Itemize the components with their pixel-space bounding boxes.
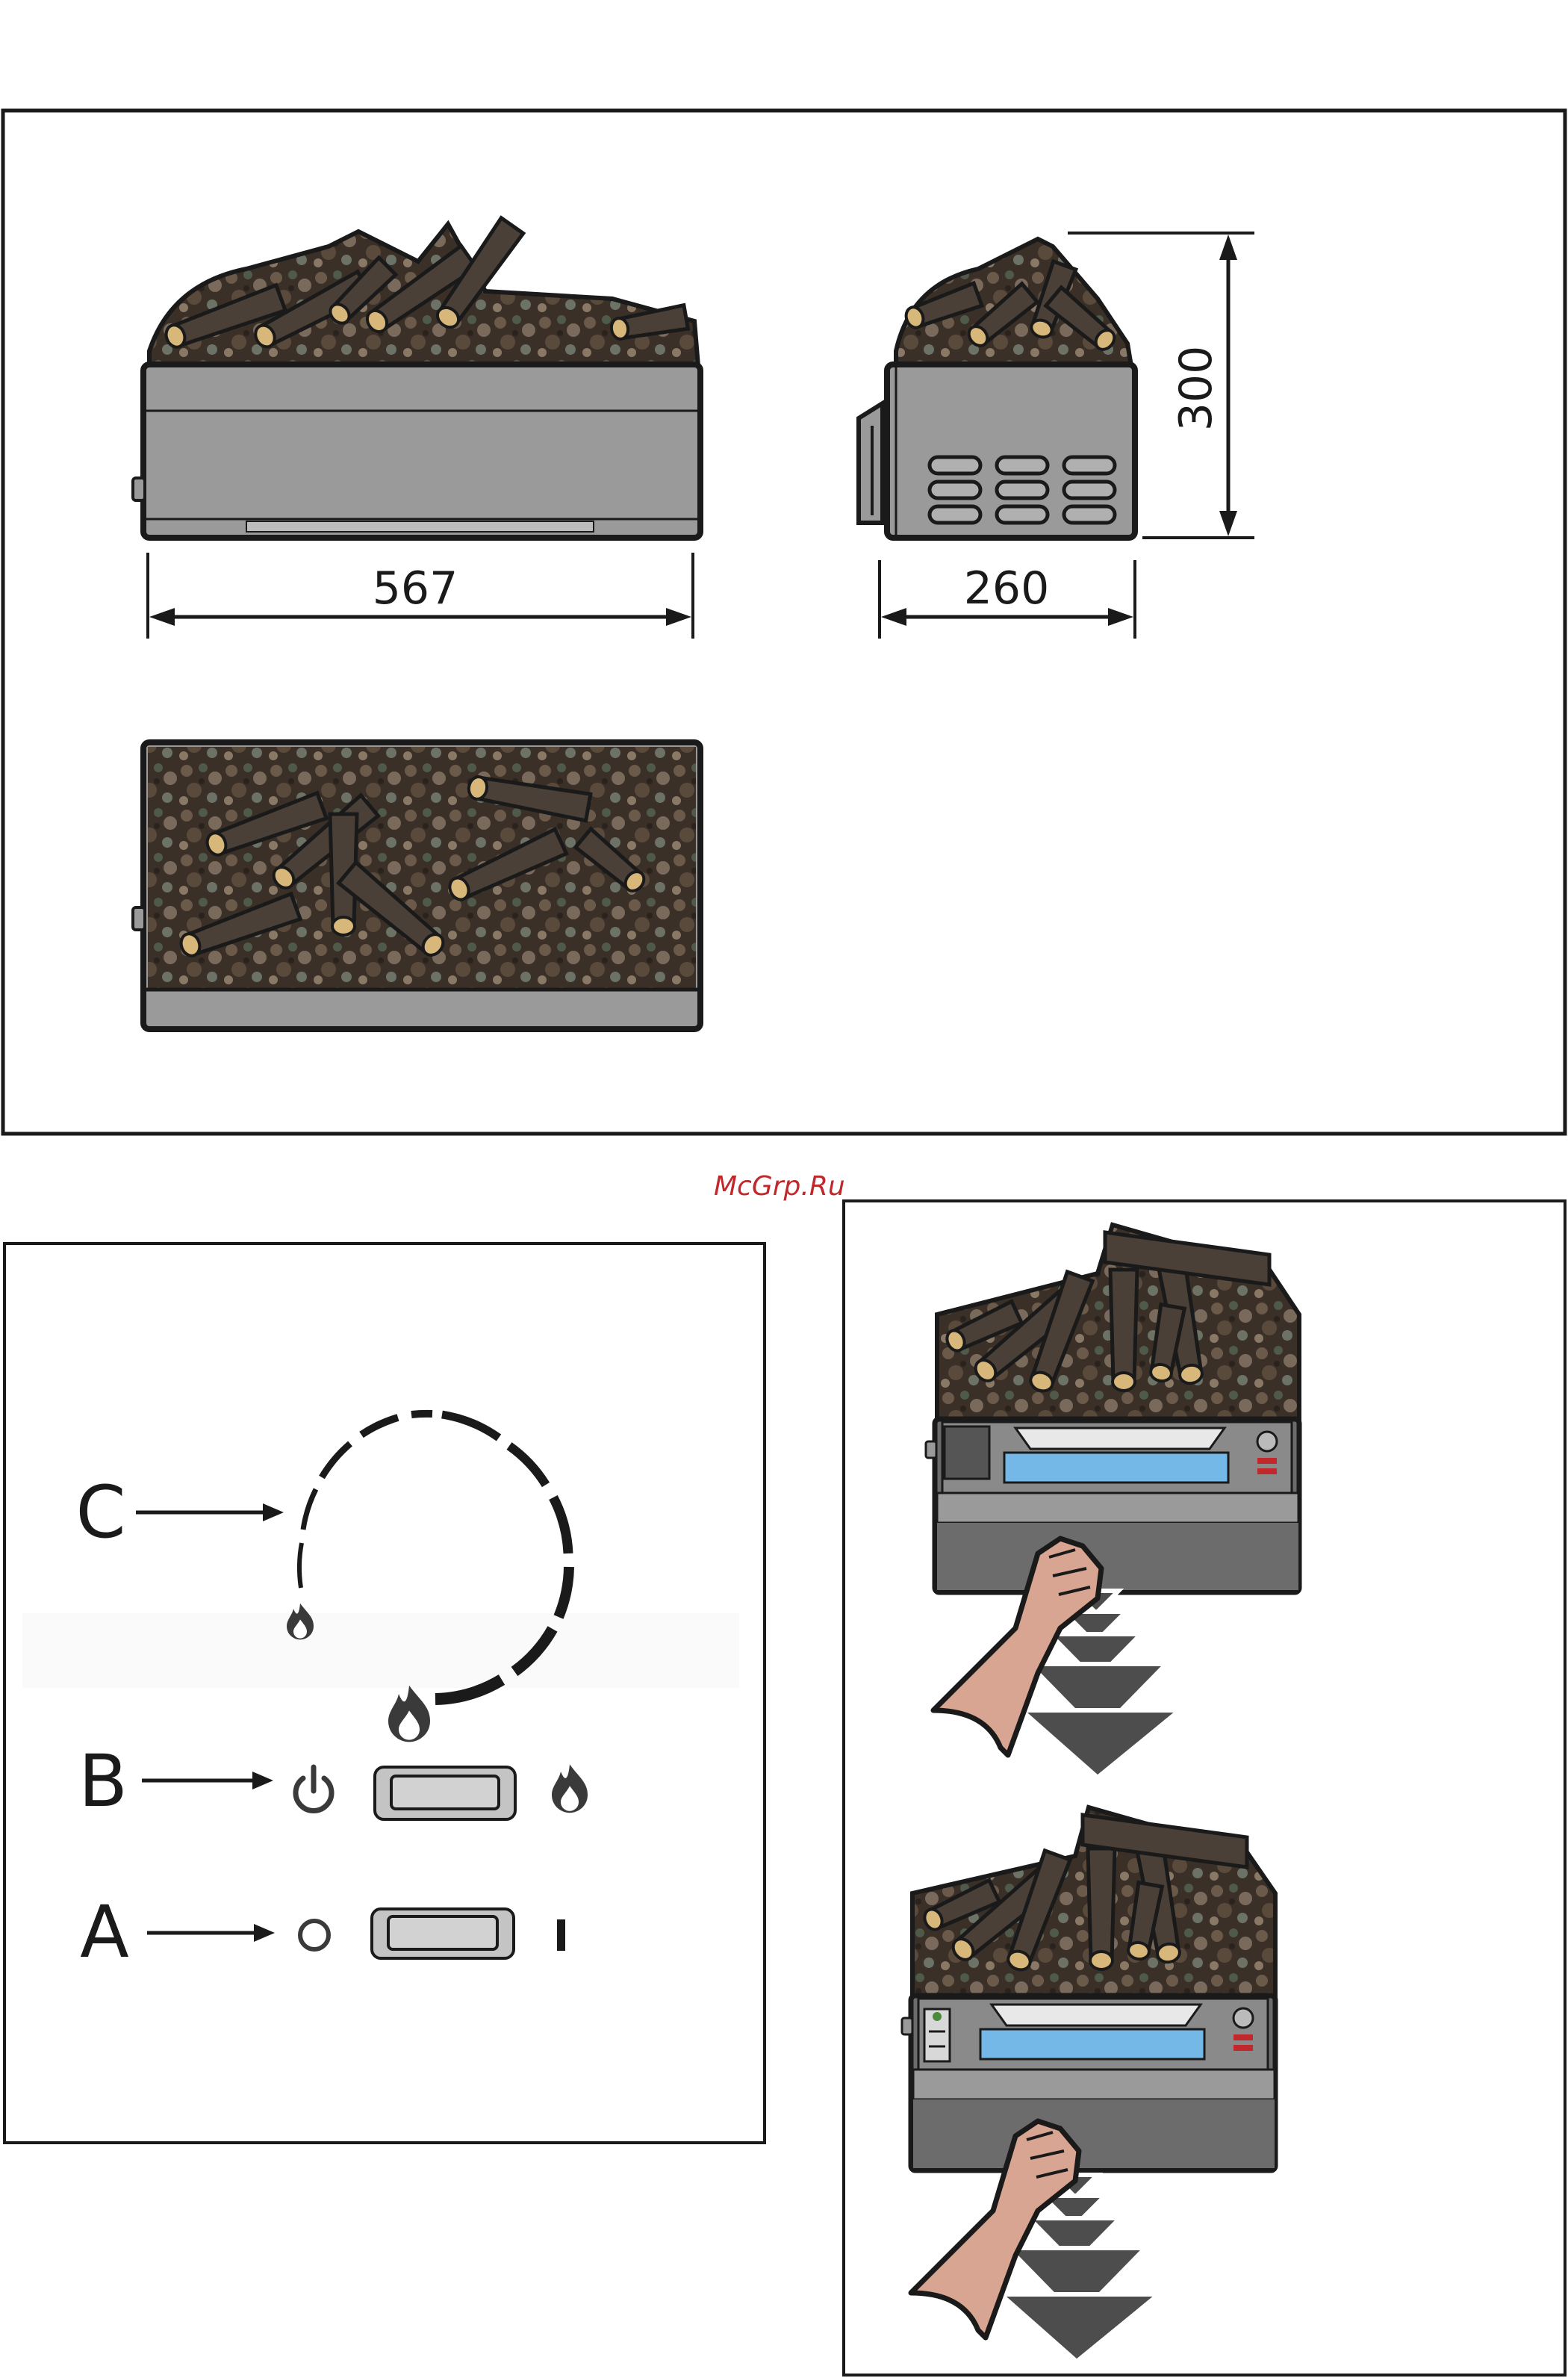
side-vents [930, 457, 1115, 523]
front-view-unit [133, 218, 700, 538]
side-view-unit [859, 239, 1135, 538]
label-b: B [78, 1739, 128, 1823]
water-tank [1004, 1453, 1228, 1483]
front-view-logs [149, 218, 698, 366]
width-label: 567 [373, 562, 458, 615]
label-a: A [80, 1890, 129, 1974]
on-bar-icon [557, 1919, 565, 1951]
depth-label: 260 [964, 562, 1050, 615]
width-dimension: 567 [148, 553, 693, 639]
height-label: 300 [1170, 346, 1222, 432]
flame-mode-switch[interactable] [375, 1767, 515, 1819]
depth-dimension: 260 [880, 560, 1135, 639]
side-view-logs [896, 239, 1131, 366]
tank-fittings [924, 2009, 950, 2061]
main-power-switch[interactable] [372, 1909, 514, 1958]
water-tank [980, 2029, 1204, 2059]
control-panel-frame [4, 1244, 765, 2143]
watermark: McGrp.Ru [714, 1171, 845, 1202]
top-view-unit [133, 742, 700, 1029]
label-c: C [75, 1471, 125, 1554]
panel-shading [22, 1613, 739, 1688]
